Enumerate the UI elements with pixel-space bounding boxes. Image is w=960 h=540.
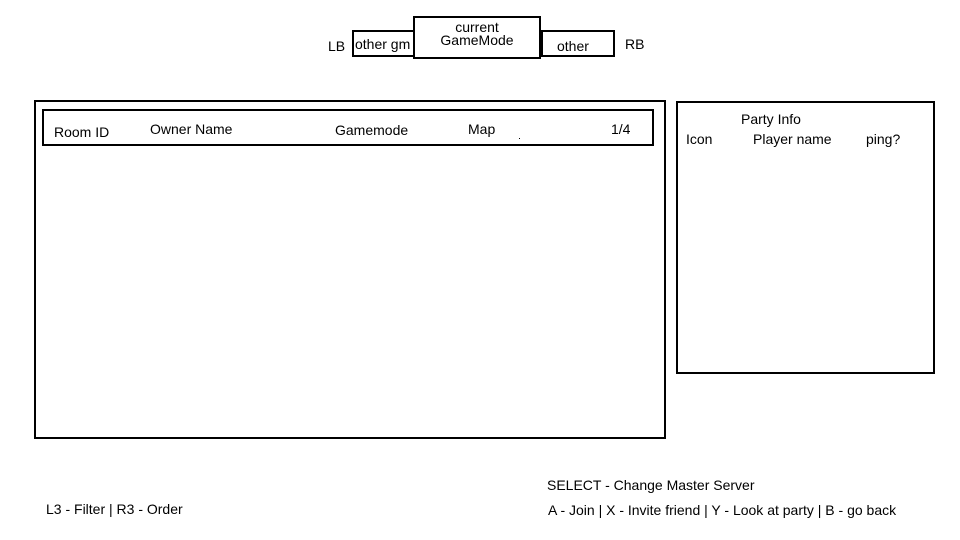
party-column-icon: Icon (686, 131, 713, 147)
filter-order-hint: L3 - Filter | R3 - Order (46, 501, 183, 517)
previous-gamemode-tab[interactable]: other gm (352, 30, 416, 57)
room-list-header: Room ID Owner Name Gamemode Map 1/4 (42, 109, 654, 146)
party-column-player-name: Player name (753, 131, 832, 147)
next-gamemode-label: other (557, 38, 589, 54)
lb-button-hint[interactable]: LB (328, 38, 346, 54)
room-list-panel[interactable]: Room ID Owner Name Gamemode Map 1/4 (34, 100, 666, 439)
current-gamemode-label-line1: current (455, 19, 499, 35)
action-buttons-hint: A - Join | X - Invite friend | Y - Look … (548, 502, 897, 518)
column-gamemode: Gamemode (335, 122, 409, 138)
previous-gamemode-label: other gm (355, 36, 411, 52)
column-map: Map (468, 121, 496, 137)
column-player-count: 1/4 (611, 121, 631, 137)
next-gamemode-tab[interactable]: other (541, 30, 615, 57)
current-gamemode-tab[interactable]: current GameMode (413, 16, 541, 59)
rb-button-hint[interactable]: RB (625, 36, 645, 52)
current-gamemode-label-line2: GameMode (440, 32, 514, 48)
change-master-server-hint: SELECT - Change Master Server (547, 477, 755, 493)
party-info-panel: Party Info Icon Player name ping? (676, 101, 935, 374)
party-info-title: Party Info (741, 111, 801, 127)
party-column-ping: ping? (866, 131, 901, 147)
column-owner-name: Owner Name (150, 121, 233, 137)
column-room-id: Room ID (54, 124, 110, 140)
stray-dot (519, 138, 520, 139)
